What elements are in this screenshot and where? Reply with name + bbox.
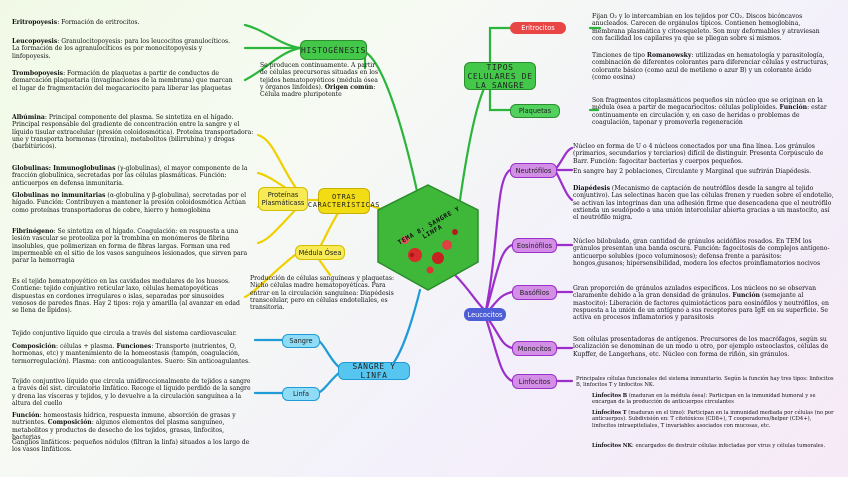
text-trombopoyesis: Trombopoyesis: Formación de plaquetas a … bbox=[12, 70, 233, 92]
text-sangre-composicion: Composición: células + plasma. Funciones… bbox=[12, 343, 251, 365]
text-linfa-funcion: Función: homeostasis hídrica, respuesta … bbox=[12, 412, 236, 441]
blood-cells-illustration bbox=[401, 229, 458, 274]
node-plaquetas[interactable]: Plaquetas bbox=[510, 104, 560, 118]
node-linfa[interactable]: Linfa bbox=[282, 387, 320, 401]
text-basofilos: Gran proporción de gránulos azulados esp… bbox=[573, 285, 829, 322]
text-ganglios: Ganglios linfáticos: pequeños nódulos (f… bbox=[12, 439, 250, 454]
text-leucopoyesis: Leucopoyesis: Granulocitopoyesis: para l… bbox=[12, 38, 231, 60]
text-linfa-intro: Tejido conjuntivo líquido que circula un… bbox=[12, 378, 251, 407]
node-leucocitos[interactable]: Leucocitos bbox=[464, 308, 506, 321]
node-basofilos[interactable]: Basófilos bbox=[512, 285, 557, 300]
text-neutrofilos-1: Núcleo en forma de U o 4 núcleos conecta… bbox=[573, 143, 824, 165]
text-albumina: Albúmina: Principal componente del plasm… bbox=[12, 114, 254, 151]
hub-hexagon bbox=[377, 184, 479, 291]
text-linfocitos-t: Linfocitos T (maduran en el timo): Parti… bbox=[592, 410, 834, 429]
text-globulinas-no-inmunitarias: Globulinas no inmunitarias (α-globulina … bbox=[12, 192, 247, 214]
node-otras-caracteristicas[interactable]: OTRAS CARACTERÍSTICAS bbox=[308, 188, 380, 214]
text-eosinofilos: Núcleo bilobulado, gran cantidad de grán… bbox=[573, 238, 830, 267]
text-eritrocitos: Fijan O₂ y lo intercambian en los tejido… bbox=[592, 13, 820, 42]
text-plaquetas: Son fragmentos citoplasmáticos pequeños … bbox=[592, 97, 827, 126]
node-sangre-y-linfa[interactable]: SANGRE Y LINFA bbox=[338, 362, 410, 380]
node-histogenesis[interactable]: HISTOGÉNESIS bbox=[300, 40, 367, 60]
text-medula-osea-right: Producción de células sanguíneas y plaqu… bbox=[250, 275, 395, 312]
node-neutrofilos[interactable]: Neutrófilos bbox=[510, 163, 557, 178]
text-neutrofilos-2: En sangre hay 2 poblaciones, Circulante … bbox=[573, 168, 812, 175]
node-sangre[interactable]: Sangre bbox=[282, 334, 320, 348]
text-fibrinogeno: Fibrinógeno: Se sintetiza en el hígado. … bbox=[12, 228, 248, 265]
text-tinciones: Tinciones de tipo Romanowsky: utilizadas… bbox=[592, 52, 829, 81]
text-eritropoyesis: Eritropoyesis: Formación de eritrocitos. bbox=[12, 19, 140, 26]
text-diapedesis: Diapédesis (Mecanismo de captación de ne… bbox=[573, 185, 834, 222]
text-linfocitos-b: Linfocitos B (maduran en la médula ósea)… bbox=[592, 393, 816, 406]
text-histogenesis-desc: Se producen continuamente. A partir de c… bbox=[260, 62, 378, 99]
node-eritrocitos[interactable]: Eritrocitos bbox=[510, 22, 566, 34]
node-eosinofilos[interactable]: Eosinófilos bbox=[512, 238, 557, 253]
text-linfocitos-intro: Principales células funcionales del sist… bbox=[576, 376, 834, 389]
node-tipos-celulares[interactable]: TIPOS CELULARES DE LA SANGRE bbox=[464, 62, 536, 90]
text-sangre-intro: Tejido conjuntivo líquido que circula a … bbox=[12, 330, 237, 337]
node-proteinas-plasmaticas[interactable]: Proteínas Plasmáticass bbox=[258, 187, 308, 211]
text-monocitos: Son células presentadoras de antígenos. … bbox=[573, 336, 829, 358]
node-medula-osea[interactable]: Médula Ósea bbox=[295, 245, 345, 260]
text-linfocitos-nk: Linfocitos NK: encargados de destruir cé… bbox=[592, 443, 826, 449]
node-monocitos[interactable]: Monocitos bbox=[512, 341, 557, 356]
node-linfocitos[interactable]: Linfocitos bbox=[512, 374, 557, 389]
text-medula-osea-left: Es el tejido hematopoyético en las cavid… bbox=[12, 278, 240, 315]
text-globulinas-inmunitarias: Globulinas: Inmunoglobulinas (γ-globulin… bbox=[12, 165, 248, 187]
